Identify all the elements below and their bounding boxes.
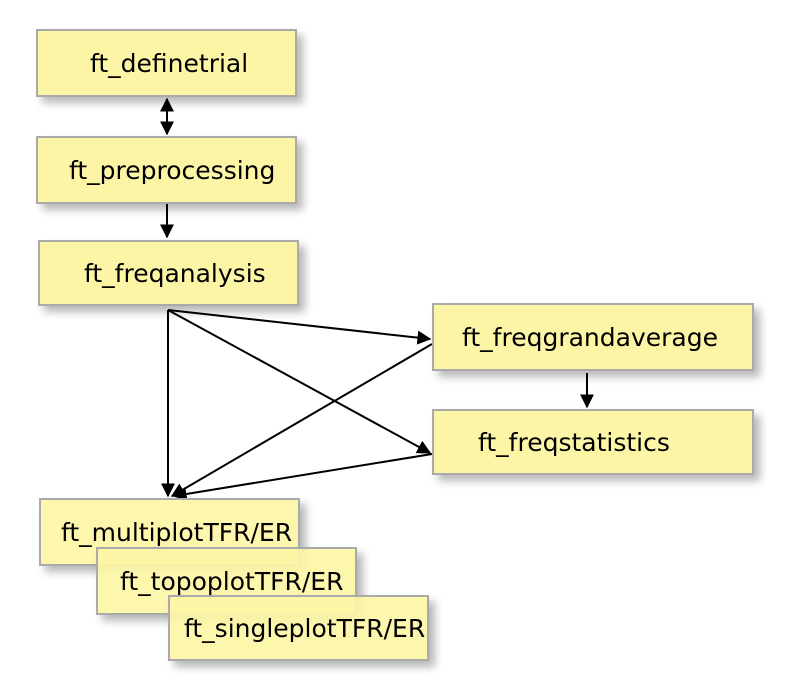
node-label: ft_multiplotTFR/ER	[61, 517, 293, 547]
node-label: ft_preprocessing	[69, 155, 276, 185]
node-freqstatistics[interactable]: ft_freqstatistics	[432, 409, 754, 475]
node-definetrial[interactable]: ft_definetrial	[36, 29, 297, 97]
edge-freqstatistics-multiplot	[172, 453, 433, 501]
edge-freqgrandaverage-multiplot	[170, 343, 433, 497]
node-label: ft_freqanalysis	[84, 258, 266, 288]
node-label: ft_singleplotTFR/ER	[184, 613, 426, 643]
node-label: ft_freqstatistics	[478, 427, 670, 457]
node-label: ft_definetrial	[90, 48, 249, 78]
edge-freqanalysis-freqstatistics	[167, 309, 432, 454]
edge-freqanalysis-freqgrandaverage	[167, 309, 432, 345]
node-label: ft_freqgrandaverage	[462, 322, 718, 352]
node-freqanalysis[interactable]: ft_freqanalysis	[38, 240, 299, 306]
node-preprocessing[interactable]: ft_preprocessing	[36, 136, 297, 204]
node-label: ft_topoplotTFR/ER	[120, 566, 344, 596]
node-singleplot[interactable]: ft_singleplotTFR/ER	[168, 595, 429, 661]
node-freqgrandaverage[interactable]: ft_freqgrandaverage	[432, 303, 754, 371]
